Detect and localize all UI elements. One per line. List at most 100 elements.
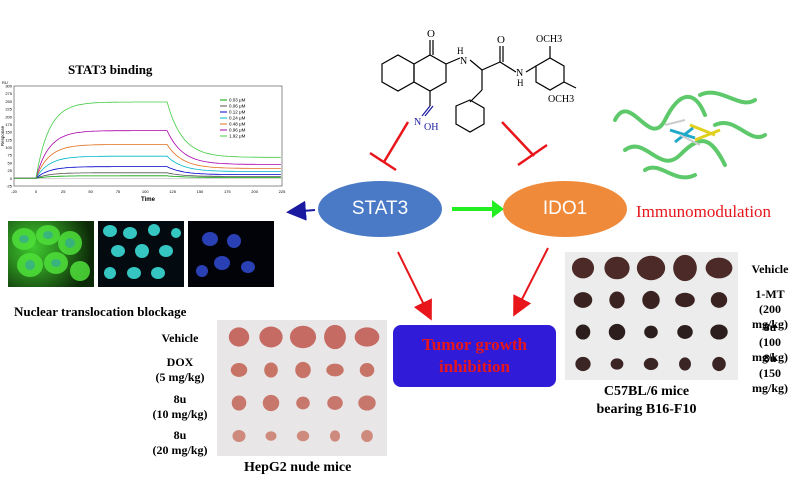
spr-legend-label-5: 0.96 μM bbox=[229, 128, 246, 133]
b16-row-label-1: Vehicle bbox=[740, 262, 800, 277]
b16-row-2-line1: 1-MT bbox=[755, 287, 785, 301]
b16-tumor-r3-c5 bbox=[710, 324, 728, 340]
hepg2-row-4-line2: (20 mg/kg) bbox=[152, 443, 208, 457]
hepg2-tumor-r1-c2 bbox=[259, 326, 283, 348]
molecule-methoxy-1: OCH3 bbox=[536, 34, 562, 45]
b16-tumor-r2-c2 bbox=[609, 291, 625, 309]
spr-y-tick-8: 175 bbox=[5, 122, 12, 127]
spr-legend-label-3: 0.24 μM bbox=[229, 116, 246, 121]
spr-legend-label-6: 1.92 μM bbox=[229, 134, 246, 139]
micrograph-nuclei-cyan bbox=[98, 221, 184, 287]
b16-tumor-r4-c4 bbox=[679, 357, 691, 371]
immunomodulation-label: Immunomodulation bbox=[636, 202, 772, 221]
b16-row-2-line2: (200 mg/kg) bbox=[752, 302, 788, 331]
ido1-node: IDO1 bbox=[503, 181, 627, 237]
hepg2-tumor-r3-c2 bbox=[262, 394, 280, 412]
hepg2-tumor-r2-c4 bbox=[326, 363, 344, 377]
spr-series-line-4 bbox=[14, 144, 281, 179]
b16-tumor-r1-c5 bbox=[705, 257, 733, 279]
b16-tumor-r1-c1 bbox=[571, 257, 595, 279]
spr-series-line-3 bbox=[14, 155, 281, 179]
spr-x-tick-3: 50 bbox=[88, 189, 93, 194]
b16-tumor-r4-c2 bbox=[610, 358, 624, 370]
b16-row-label-2: 1-MT (200 mg/kg) bbox=[740, 287, 800, 332]
b16-tumor-r3-c1 bbox=[575, 324, 591, 340]
hepg2-tumor-r1-c3 bbox=[289, 325, 317, 349]
spr-x-tick-7: 150 bbox=[197, 189, 204, 194]
b16-tumor-r4-c3 bbox=[643, 357, 659, 371]
b16-tumor-r1-c4 bbox=[673, 254, 697, 282]
molecule-atom-n3: N bbox=[414, 117, 421, 128]
spr-legend-label-1: 0.06 μM bbox=[229, 104, 246, 109]
hepg2-tumor-r1-c5 bbox=[354, 327, 380, 347]
b16-tumor-r3-c3 bbox=[644, 325, 658, 339]
tumor-growth-inhibition-box: Tumor growth inhibition bbox=[393, 325, 556, 387]
spr-y-tick-6: 125 bbox=[5, 137, 12, 142]
spr-x-tick-9: 200 bbox=[251, 189, 258, 194]
b16-caption-line1: C57BL/6 mice bbox=[603, 384, 690, 399]
hepg2-tumor-r4-c2 bbox=[265, 431, 277, 441]
stat3-to-ido1-arrow bbox=[452, 200, 504, 218]
spr-y-tick-13: 300 bbox=[5, 84, 12, 89]
hepg2-tumor-r4-c4 bbox=[329, 430, 341, 442]
hepg2-row-1-line1: Vehicle bbox=[161, 331, 199, 345]
inhibit-ido1-line bbox=[501, 121, 535, 157]
hepg2-tumor-r3-c4 bbox=[327, 396, 343, 410]
spr-x-tick-8: 175 bbox=[224, 189, 231, 194]
hepg2-tumor-r3-c5 bbox=[358, 395, 376, 411]
b16-tumor-r2-c3 bbox=[642, 290, 660, 310]
spr-series-line-6 bbox=[14, 101, 281, 179]
b16-tumor-r4-c5 bbox=[712, 356, 726, 372]
spr-y-tick-11: 250 bbox=[5, 99, 12, 104]
spr-x-axis-label: Time bbox=[141, 197, 156, 203]
stat3-node: STAT3 bbox=[318, 181, 442, 237]
hepg2-tumor-r3-c1 bbox=[231, 395, 247, 411]
hepg2-row-4-line1: 8u bbox=[173, 428, 187, 442]
b16-row-4-line2: (150 mg/kg) bbox=[752, 366, 788, 395]
inhibit-ido1-bar bbox=[517, 143, 548, 167]
spr-x-tick-10: 225 bbox=[279, 189, 286, 194]
spr-y-tick-3: 50 bbox=[8, 160, 13, 165]
tumor-label-line2: inhibition bbox=[439, 357, 510, 376]
spr-y-tick-0: -25 bbox=[6, 184, 13, 189]
b16-row-1-line1: Vehicle bbox=[751, 262, 789, 276]
hepg2-tumor-r2-c1 bbox=[230, 363, 248, 377]
micrograph-stat3-green bbox=[8, 221, 94, 287]
spr-chart-title: STAT3 binding bbox=[68, 62, 153, 77]
b16-tumor-r3-c4 bbox=[677, 325, 693, 339]
spr-x-tick-1: 0 bbox=[35, 189, 38, 194]
spr-x-tick-0: -20 bbox=[11, 189, 18, 194]
nuclear-translocation-label: Nuclear translocation blockage bbox=[14, 304, 187, 319]
b16-caption: C57BL/6 mice bearing B16-F10 bbox=[584, 383, 709, 419]
inhibit-stat3-line bbox=[382, 121, 410, 163]
spr-x-tick-5: 100 bbox=[142, 189, 149, 194]
micrograph-nuclei-blue bbox=[188, 221, 274, 287]
hepg2-row-3-line2: (10 mg/kg) bbox=[152, 407, 208, 421]
b16-row-4-line1: 8u bbox=[763, 351, 777, 365]
spr-legend-label-0: 0.03 μM bbox=[229, 98, 246, 103]
spr-x-tick-2: 25 bbox=[61, 189, 66, 194]
molecule-atom-o1: O bbox=[427, 28, 435, 40]
spr-series-line-2 bbox=[14, 166, 281, 179]
hepg2-row-label-2: DOX (5 mg/kg) bbox=[150, 355, 210, 385]
spr-y-tick-9: 200 bbox=[5, 114, 12, 119]
b16-tumor-r3-c2 bbox=[608, 323, 626, 341]
b16-row-label-4: 8u (150 mg/kg) bbox=[740, 351, 800, 396]
hepg2-tumor-r4-c5 bbox=[361, 429, 373, 443]
hepg2-row-2-line1: DOX bbox=[166, 355, 194, 369]
spr-y-tick-4: 75 bbox=[8, 153, 13, 158]
molecule-atom-oh: OH bbox=[424, 122, 438, 133]
b16-row-label-3: 8u (100 mg/kg) bbox=[740, 320, 800, 365]
stat3-to-binding-arrow bbox=[286, 200, 316, 221]
ido1-to-tumor-arrow bbox=[513, 247, 549, 317]
b16-row-3-line2: (100 mg/kg) bbox=[752, 335, 788, 364]
b16-row-3-line1: 8u bbox=[763, 320, 777, 334]
spr-unit-label: RU bbox=[2, 80, 8, 85]
b16-tumor-r4-c1 bbox=[575, 356, 591, 372]
spr-y-tick-1: 0 bbox=[10, 176, 13, 181]
molecule-atom-o2: O bbox=[497, 34, 505, 46]
hepg2-tumor-r3-c3 bbox=[296, 396, 310, 410]
